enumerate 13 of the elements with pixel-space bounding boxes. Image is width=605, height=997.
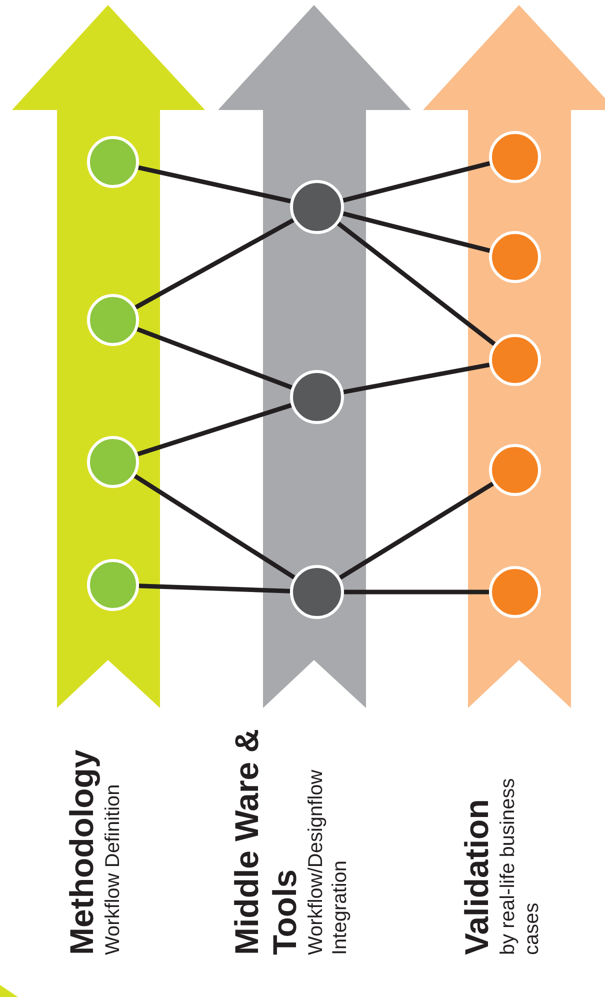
connector-line	[338, 482, 494, 580]
connector-line	[134, 218, 294, 310]
connector-line	[134, 474, 296, 580]
connector-line	[138, 584, 290, 594]
connector-line	[344, 590, 489, 594]
subtitle-text: Workflow/Designflow Integration	[304, 768, 352, 955]
heading-text: Validation	[458, 798, 496, 955]
connector-line	[336, 222, 496, 346]
heading-text: Methodology	[63, 748, 101, 955]
heading-text: Middle Ware & Tools	[228, 728, 304, 955]
subtitle-text: Workflow Definition	[101, 783, 125, 955]
connector-line	[136, 327, 293, 390]
subtitle-text: by real-life business cases	[496, 777, 544, 955]
